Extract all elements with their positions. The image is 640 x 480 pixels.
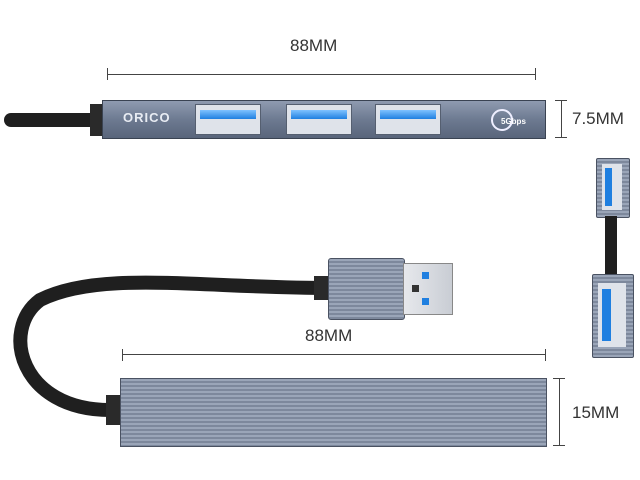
top-height-label: 7.5MM xyxy=(572,109,624,128)
top-height-line xyxy=(561,100,562,137)
dim-tick xyxy=(553,445,565,446)
dim-tick xyxy=(555,137,567,138)
top-length-label: 88MM xyxy=(290,36,338,55)
side-cable xyxy=(605,216,617,274)
dim-tick xyxy=(535,68,536,80)
dim-tick xyxy=(545,349,546,361)
bottom-length-label: 88MM xyxy=(305,326,353,345)
hub-bottom-body xyxy=(120,378,547,447)
top-cable xyxy=(4,113,96,127)
brand-logo: ORICO xyxy=(123,110,171,125)
bottom-length-line xyxy=(122,354,545,355)
usb-port xyxy=(195,104,261,135)
side-usb-plug xyxy=(592,274,634,358)
hub-top-body: ORICO 5Gbps xyxy=(102,100,546,139)
usb-port xyxy=(286,104,352,135)
speed-badge: 5Gbps xyxy=(501,117,526,126)
dim-tick xyxy=(122,349,123,361)
cable-strain-relief xyxy=(90,104,104,136)
usb-port xyxy=(375,104,441,135)
usb-plug-housing xyxy=(328,258,405,320)
dim-tick xyxy=(107,68,108,80)
bottom-height-label: 15MM xyxy=(572,403,620,422)
usb-plug-connector xyxy=(403,263,453,315)
top-length-line xyxy=(107,74,535,75)
plug-strain-relief xyxy=(314,276,330,300)
speed-icon xyxy=(491,109,513,131)
side-hub-end xyxy=(596,158,630,218)
bottom-height-line xyxy=(559,378,560,445)
cable-strain-relief xyxy=(106,395,122,425)
